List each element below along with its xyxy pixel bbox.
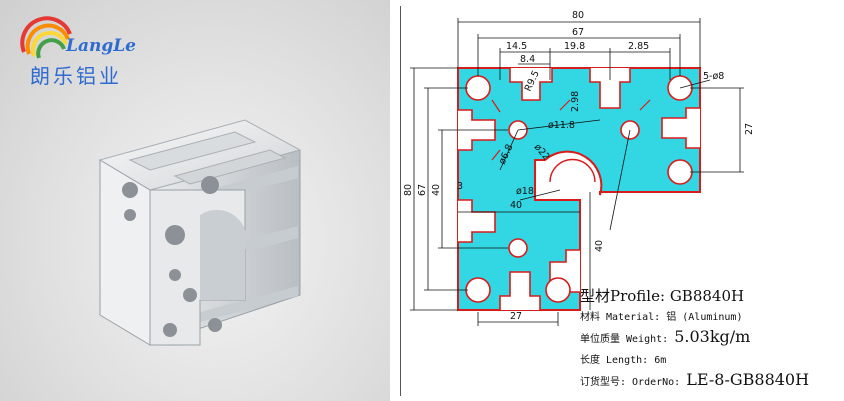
spec-length: 长度 Length: 6m xyxy=(580,351,666,366)
dim-40-left: 40 xyxy=(431,184,442,196)
extrusion-illustration xyxy=(20,16,302,346)
material-label: 材料 Material: xyxy=(580,312,661,323)
dim-2-85: 2.85 xyxy=(628,41,649,52)
weight-value: 5.03kg/m xyxy=(674,327,751,346)
dim-40-horizontal: 40 xyxy=(510,200,522,211)
dim-width-67: 67 xyxy=(572,27,584,38)
dim-overall-width: 80 xyxy=(572,10,584,21)
brand-name-cn: 朗乐铝业 xyxy=(30,64,122,88)
dim-5-phi8: 5-ø8 xyxy=(703,71,724,82)
weight-label: 单位质量 Weight: xyxy=(580,334,669,345)
material-value: 铝 (Aluminum) xyxy=(666,312,743,323)
dim-overall-height: 80 xyxy=(403,184,414,196)
spec-material: 材料 Material: 铝 (Aluminum) xyxy=(580,308,742,323)
logo-icon xyxy=(20,16,72,59)
technical-drawing: 80 67 14.5 19.8 2.85 8.4 R9.5 2.98 5-ø8 … xyxy=(403,10,755,326)
spec-weight: 单位质量 Weight: 5.03kg/m xyxy=(580,327,750,346)
dim-phi11-8: ø11.8 xyxy=(548,120,575,131)
dimension-lines xyxy=(410,18,744,326)
profile-cross-section xyxy=(457,67,701,311)
dim-40-vertical: 40 xyxy=(594,240,605,252)
product-photo: LangLe 朗乐铝业 xyxy=(0,0,390,401)
order-value: LE-8-GB8840H xyxy=(686,370,810,389)
dim-2-98: 2.98 xyxy=(570,91,581,112)
dim-8-4: 8.4 xyxy=(520,54,535,65)
dim-27-right: 27 xyxy=(744,123,755,135)
length-value: 6m xyxy=(654,355,667,366)
dim-27-bottom: 27 xyxy=(510,311,522,322)
dim-19-8: 19.8 xyxy=(564,41,585,52)
spec-profile: 型材Profile: GB8840H xyxy=(580,285,744,306)
length-label: 长度 Length: xyxy=(580,355,649,366)
order-label: 订货型号: OrderNo: xyxy=(580,377,681,388)
brand-name: LangLe xyxy=(66,36,136,56)
dim-height-67: 67 xyxy=(417,184,428,196)
profile-value: GB8840H xyxy=(669,287,745,305)
dim-14-5: 14.5 xyxy=(506,41,527,52)
divider xyxy=(400,6,401,396)
dim-3: 3 xyxy=(457,181,463,192)
dim-phi18: ø18 xyxy=(516,186,534,197)
spec-order: 订货型号: OrderNo: LE-8-GB8840H xyxy=(580,370,809,389)
profile-label: 型材Profile: xyxy=(580,287,666,305)
